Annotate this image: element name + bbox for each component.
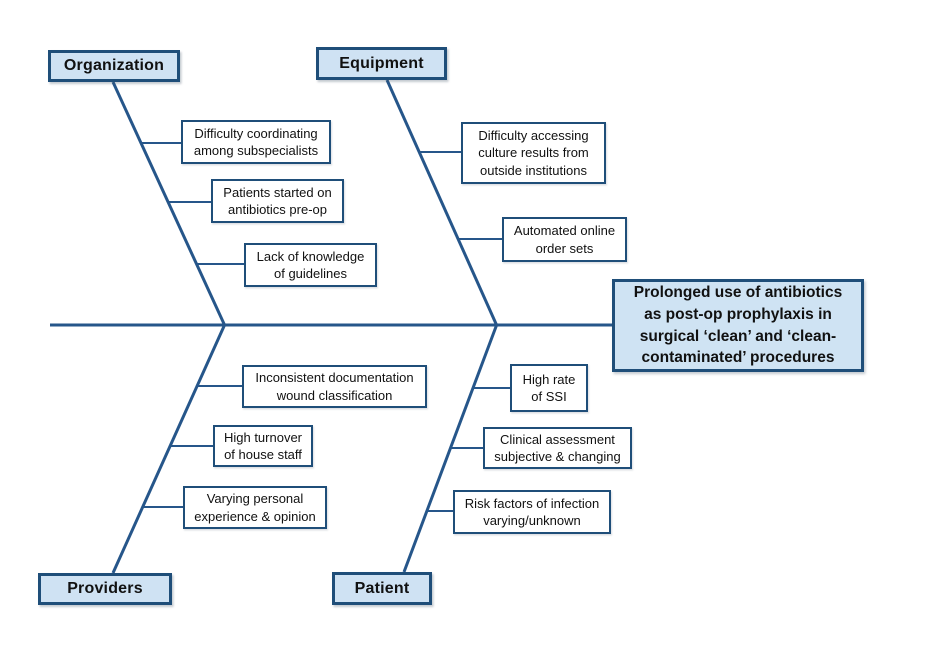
category-box-equipment: Equipment [316, 47, 447, 80]
cause-box-equipment-2: Automated online order sets [502, 217, 627, 262]
providers-bone [111, 323, 227, 574]
effect-box: Prolonged use of antibiotics as post-op … [612, 279, 864, 372]
organization-bone [111, 81, 227, 327]
category-box-patient: Patient [332, 572, 432, 605]
cause-box-organization-1: Difficulty coordinating among subspecial… [181, 120, 331, 164]
cause-box-organization-3: Lack of knowledge of guidelines [244, 243, 377, 287]
patient-bone [402, 323, 499, 573]
cause-box-providers-3: Varying personal experience & opinion [183, 486, 327, 529]
cause-box-providers-2: High turnover of house staff [213, 425, 313, 467]
cause-box-providers-1: Inconsistent documentation wound classif… [242, 365, 427, 408]
cause-box-equipment-1: Difficulty accessing culture results fro… [461, 122, 606, 184]
cause-box-organization-2: Patients started on antibiotics pre-op [211, 179, 344, 223]
cause-box-patient-2: Clinical assessment subjective & changin… [483, 427, 632, 469]
equipment-bone [385, 79, 499, 327]
cause-box-patient-1: High rate of SSI [510, 364, 588, 412]
cause-box-patient-3: Risk factors of infection varying/unknow… [453, 490, 611, 534]
category-box-organization: Organization [48, 50, 180, 82]
category-box-providers: Providers [38, 573, 172, 605]
